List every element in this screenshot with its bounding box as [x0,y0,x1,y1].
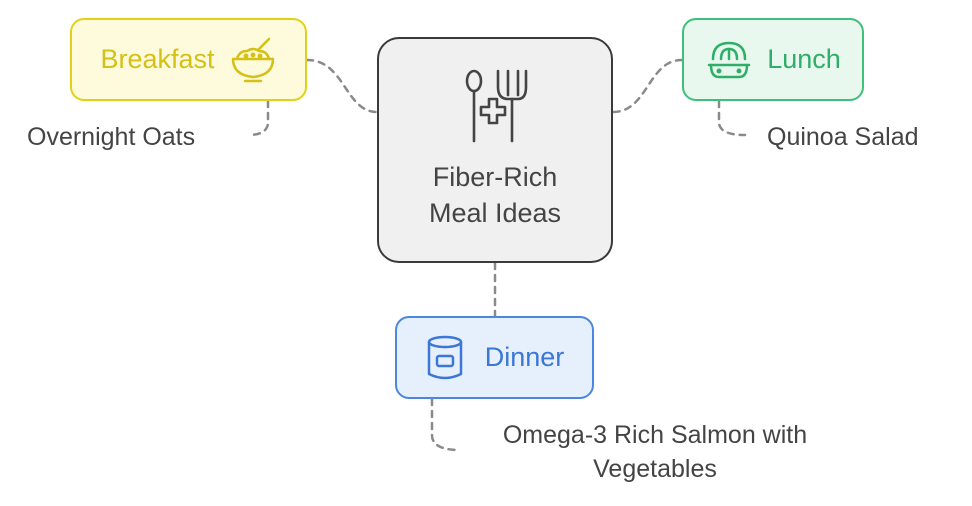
connector-breakfast-center [305,58,379,114]
lunch-label: Lunch [767,44,841,74]
connector-lunch-center [611,58,684,114]
dinner-description-line1: Omega-3 Rich Salmon with [502,421,808,449]
central-title-line2: Meal Ideas [428,198,562,228]
dinner-description: Omega-3 Rich Salmon with Vegetables [440,418,870,486]
dinner-node: Dinner [395,316,594,399]
breakfast-node: Breakfast [70,18,307,101]
connector-lunch-desc [717,99,747,137]
breakfast-label: Breakfast [100,44,215,74]
central-title: Fiber-Rich Meal Ideas [429,159,561,231]
dinner-label: Dinner [484,342,565,372]
central-title-line1: Fiber-Rich [432,162,558,192]
salad-icon [707,41,751,78]
connector-dinner-desc [430,397,462,452]
cereal-bowl-icon [231,37,274,82]
central-topic: Fiber-Rich Meal Ideas [377,37,613,263]
can-icon [427,335,462,379]
lunch-node: Lunch [682,18,864,101]
cutlery-health-icon [465,69,528,143]
connector-breakfast-desc [246,99,270,137]
breakfast-description: Overnight Oats [27,123,196,151]
lunch-description: Quinoa Salad [767,123,919,151]
dinner-description-line2: Vegetables [593,455,717,483]
